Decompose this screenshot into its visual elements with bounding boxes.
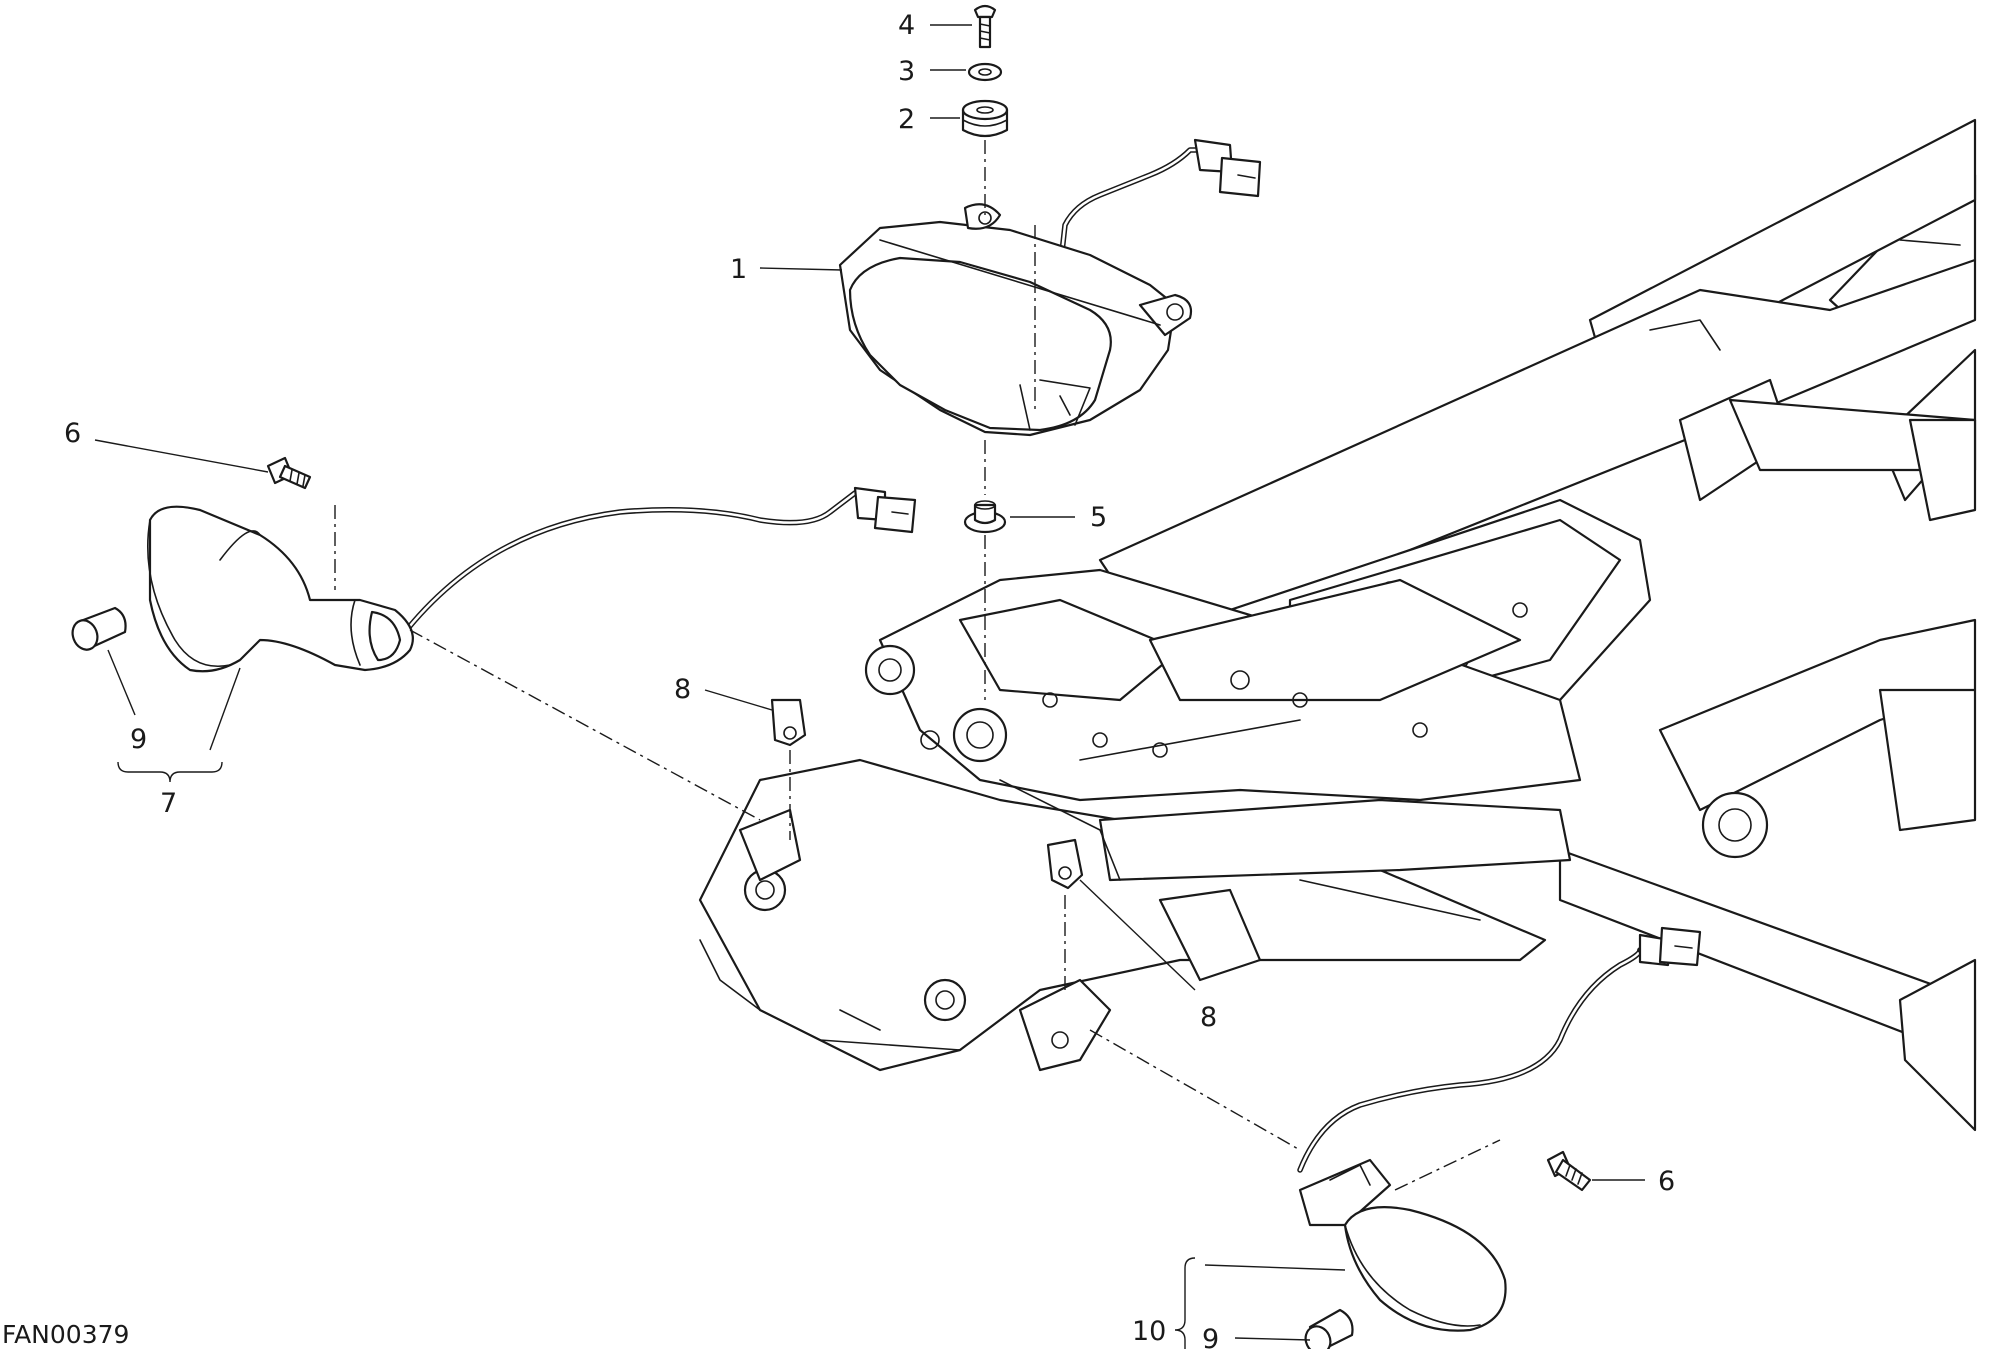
callout-1: 1 (730, 254, 747, 285)
turn-indicator-right (1297, 926, 1702, 1332)
tail-light-assembly (838, 138, 1262, 437)
washer-3 (967, 62, 1003, 82)
bulb-9-right (1304, 1308, 1354, 1349)
clip-nut-8-lower (1046, 838, 1084, 890)
leader-lines (94, 24, 1645, 1349)
callout-6-left: 6 (64, 418, 81, 449)
assembly-centerlines (334, 140, 1501, 1191)
callout-9-right: 9 (1202, 1324, 1219, 1349)
grommet-2 (961, 99, 1009, 138)
clip-nut-8-upper (770, 698, 807, 747)
callout-2: 2 (898, 104, 915, 135)
bulb-9-left (71, 606, 127, 651)
bushing-5 (963, 500, 1007, 534)
screw-6-right (1546, 1150, 1592, 1192)
callout-labels: 4 3 2 1 5 6 6 8 8 9 7 10 9 FAN00379 (2, 10, 1675, 1349)
screw-6-left (266, 456, 312, 490)
callout-5: 5 (1090, 502, 1107, 533)
screw-4 (973, 4, 997, 49)
callout-4: 4 (898, 10, 915, 41)
callout-3: 3 (898, 56, 915, 87)
callout-8-lower: 8 (1200, 1002, 1217, 1033)
tail-tray (698, 568, 1582, 1072)
callout-7: 7 (160, 788, 177, 819)
callout-6-right: 6 (1658, 1166, 1675, 1197)
callout-10: 10 (1132, 1316, 1166, 1347)
callout-9-left: 9 (130, 724, 147, 755)
turn-indicator-left (147, 486, 917, 673)
drawing-code: FAN00379 (2, 1320, 129, 1349)
callout-8-upper: 8 (674, 674, 691, 705)
